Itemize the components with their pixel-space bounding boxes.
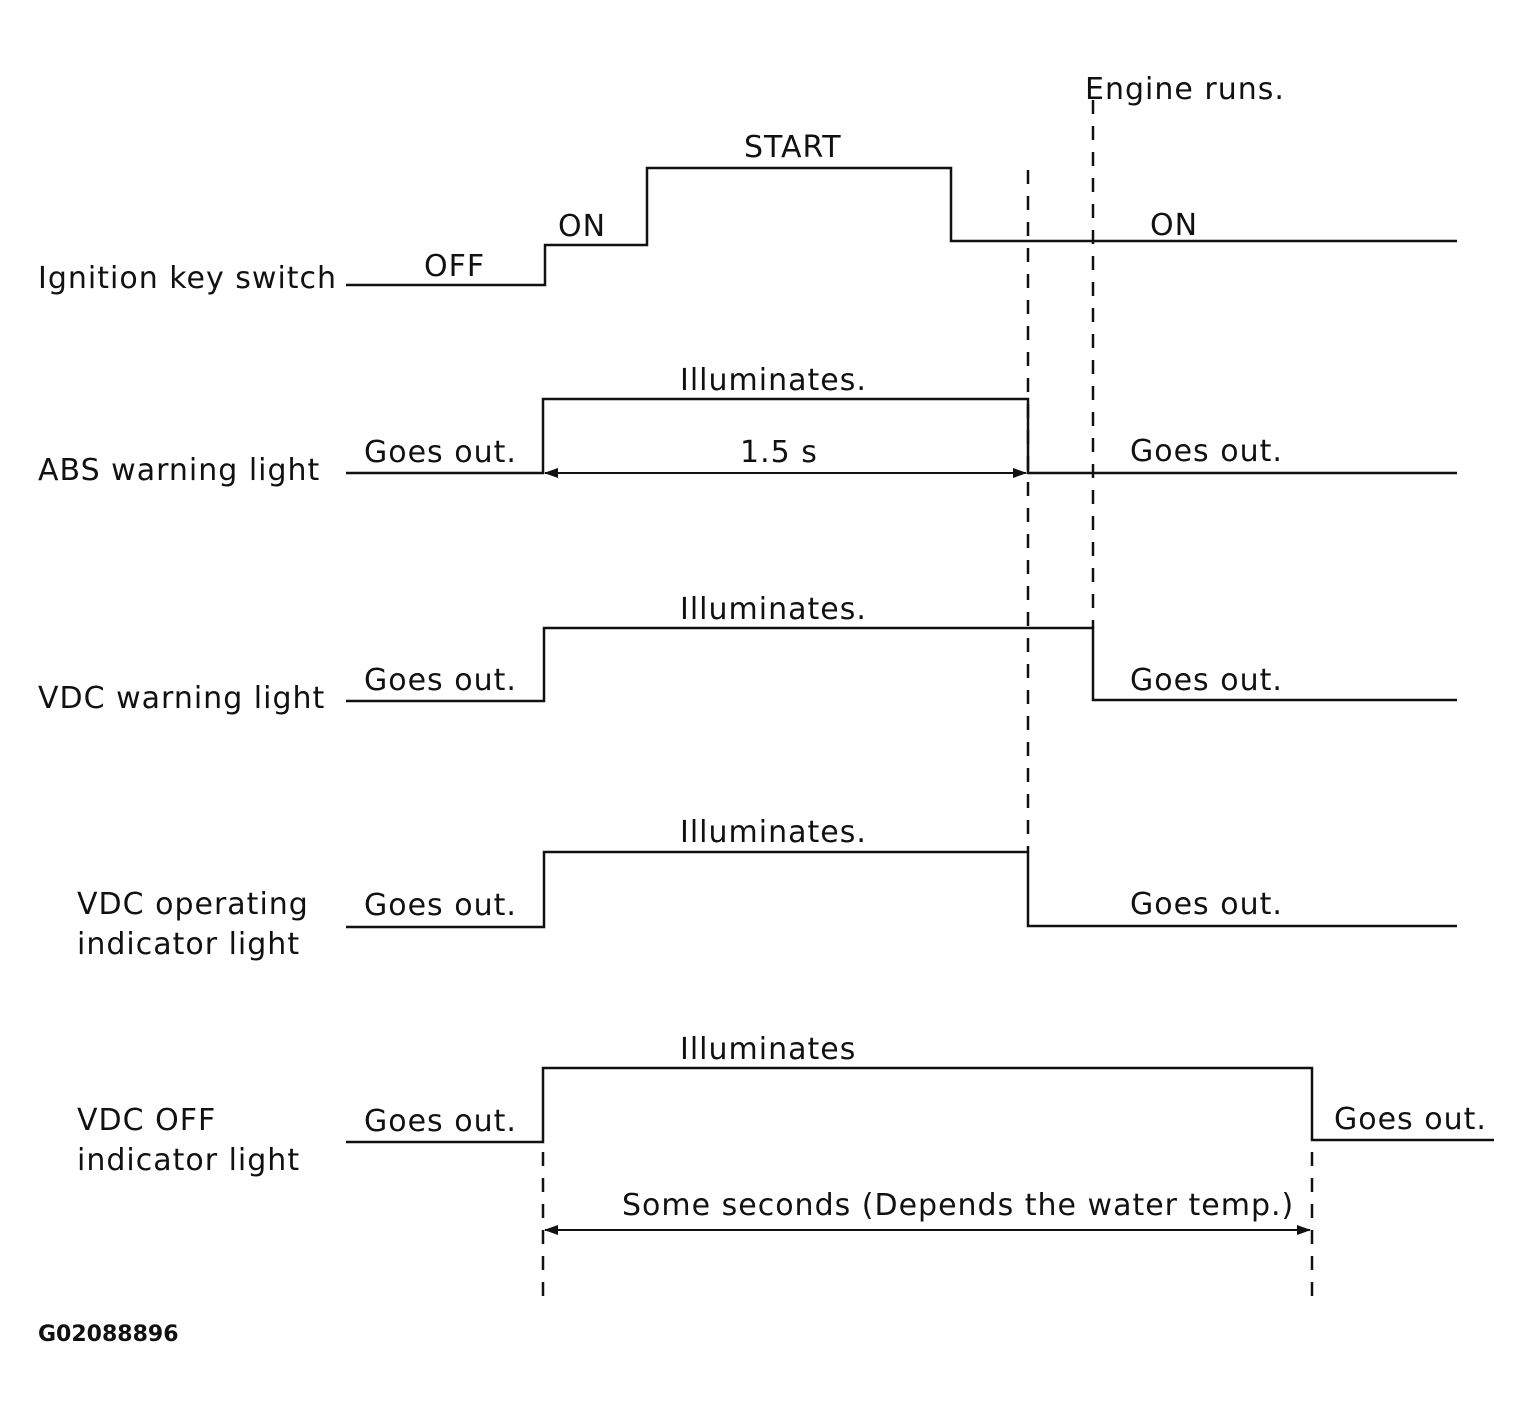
ignition-state-on: ON xyxy=(558,209,606,244)
abs-state-goes-out-before: Goes out. xyxy=(364,435,517,470)
engine-runs-label: Engine runs. xyxy=(1085,72,1285,107)
vdc-off-duration-label: Some seconds (Depends the water temp.) xyxy=(622,1188,1294,1223)
ignition-key-switch-label: Ignition key switch xyxy=(38,261,337,296)
vdc-warning-state-goes-out-after: Goes out. xyxy=(1130,663,1283,698)
vdc-operating-state-goes-out-after: Goes out. xyxy=(1130,887,1283,922)
abs-warning-light-label: ABS warning light xyxy=(38,453,320,488)
vdc-off-indicator-waveform xyxy=(346,1066,1494,1144)
abs-warning-light-waveform xyxy=(346,397,1457,475)
ignition-state-start: START xyxy=(744,130,842,165)
ignition-state-on-after: ON xyxy=(1150,208,1198,243)
vdc-operating-indicator-waveform xyxy=(346,850,1457,929)
figure-id: G02088896 xyxy=(38,1322,179,1347)
abs-state-goes-out-after: Goes out. xyxy=(1130,434,1283,469)
vdc-warning-state-goes-out-before: Goes out. xyxy=(364,663,517,698)
vdc-off-indicator-label-line2: indicator light xyxy=(77,1143,300,1178)
vdc-operating-state-goes-out-before: Goes out. xyxy=(364,888,517,923)
vdc-off-state-goes-out-before: Goes out. xyxy=(364,1104,517,1139)
abs-duration-label: 1.5 s xyxy=(740,435,818,470)
vdc-operating-state-illuminates: Illuminates. xyxy=(680,815,867,850)
vdc-warning-light-waveform xyxy=(346,626,1457,703)
ignition-key-switch-waveform xyxy=(346,166,1457,287)
vdc-operating-indicator-label-line1: VDC operating xyxy=(77,887,309,922)
vdc-warning-state-illuminates: Illuminates. xyxy=(680,592,867,627)
ignition-state-off: OFF xyxy=(424,249,485,284)
vdc-off-indicator-label-line1: VDC OFF xyxy=(77,1103,216,1138)
vdc-operating-indicator-label-line2: indicator light xyxy=(77,927,300,962)
vdc-off-state-goes-out-after: Goes out. xyxy=(1334,1102,1487,1137)
vdc-warning-light-label: VDC warning light xyxy=(38,681,325,716)
abs-state-illuminates: Illuminates. xyxy=(680,363,867,398)
vdc-off-state-illuminates: Illuminates xyxy=(680,1032,856,1067)
